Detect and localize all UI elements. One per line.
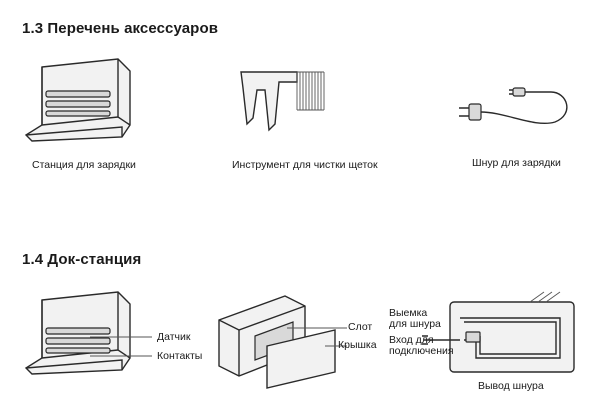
dock-bottom-view-illustration: [422, 291, 575, 373]
callout-contacts: Контакты: [157, 350, 203, 362]
dock-front-view-illustration: [24, 291, 152, 375]
charging-cord-illustration: [459, 87, 568, 124]
dock-rear-view-illustration: [218, 295, 347, 389]
caption-brush-cleaning-tool: Инструмент для чистки щеток: [232, 159, 378, 171]
callout-sensor: Датчик: [157, 331, 191, 343]
callout-cord-recess-line2: для шнура: [389, 318, 441, 330]
section-title-dock: 1.4 Док-станция: [22, 251, 142, 268]
callout-cover: Крышка: [338, 339, 377, 351]
brush-cleaning-tool-illustration: [240, 71, 325, 132]
caption-charging-cord: Шнур для зарядки: [472, 157, 561, 169]
callout-cord-recess-line1: Выемка: [389, 307, 428, 319]
callout-power-input-line2: подключения: [389, 345, 454, 357]
callout-cord-outlet: Вывод шнура: [478, 380, 544, 392]
caption-charging-station: Станция для зарядки: [32, 159, 136, 171]
callout-power-input-line1: Вход для: [389, 334, 434, 346]
callout-slot: Слот: [348, 321, 373, 333]
section-title-accessories: 1.3 Перечень аксессуаров: [22, 20, 219, 37]
charging-station-illustration: [24, 58, 131, 142]
